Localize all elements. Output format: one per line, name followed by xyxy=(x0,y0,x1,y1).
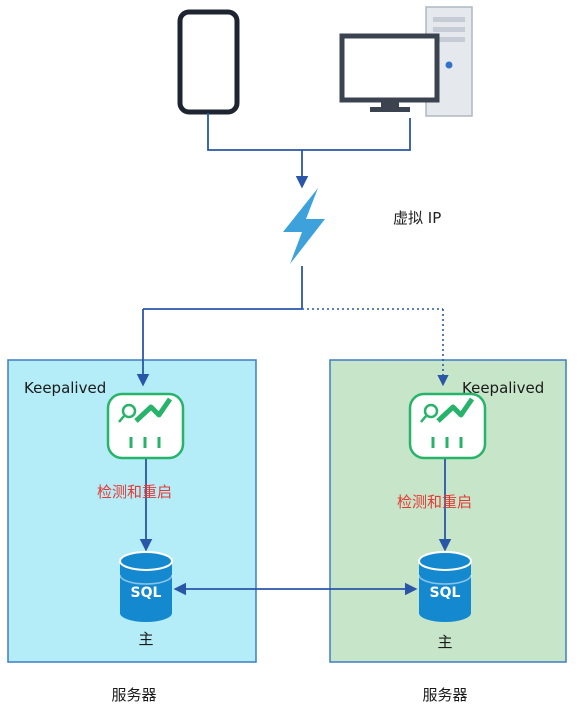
right-database-icon xyxy=(418,551,472,622)
right-monitor-icon xyxy=(408,392,487,460)
vip-label: 虚拟 IP xyxy=(393,209,441,227)
right-keepalived-label: Keepalived xyxy=(462,379,544,397)
right-db-label: SQL xyxy=(430,585,461,601)
lightning-icon xyxy=(283,188,325,264)
left-monitor-label: 检测和重启 xyxy=(97,483,172,501)
smartphone-icon xyxy=(177,9,240,115)
desktop-computer-icon xyxy=(339,6,473,117)
left-database-icon xyxy=(119,551,173,622)
left-keepalived-label: Keepalived xyxy=(24,379,106,397)
right-monitor-label: 检测和重启 xyxy=(397,493,472,511)
left-monitor-icon xyxy=(106,392,185,460)
right-server-caption: 服务器 xyxy=(422,686,467,704)
right-role-label: 主 xyxy=(437,633,452,651)
left-server-caption: 服务器 xyxy=(111,686,156,704)
client-connection-line xyxy=(207,113,411,151)
left-db-label: SQL xyxy=(131,585,162,601)
left-role-label: 主 xyxy=(138,630,153,648)
